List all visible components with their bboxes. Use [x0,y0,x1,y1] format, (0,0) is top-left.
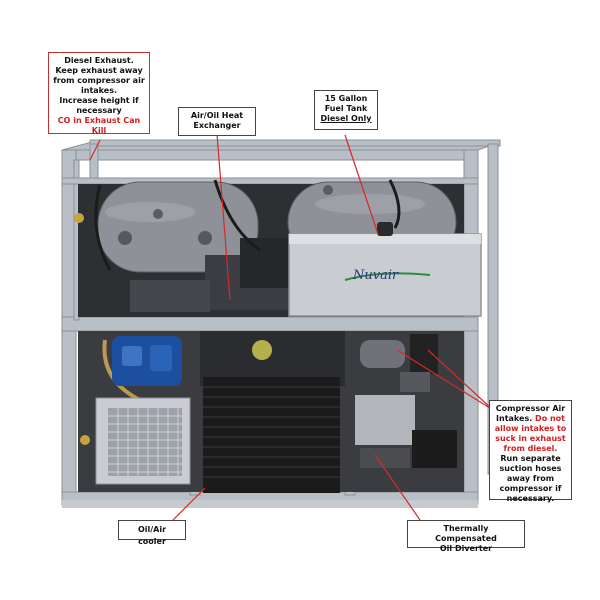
air-intakes-line-2: Intakes. [496,414,533,423]
heat-exchanger-line-1: Air/Oil Heat [190,111,244,120]
oil-cooler-label: Oil/Air cooler [137,525,167,546]
braided-hose [102,339,141,402]
callout-diesel-exhaust: Diesel Exhaust. Keep exhaust away from c… [48,52,150,135]
engine-top [130,280,210,312]
diesel-exhaust-line-2: Keep exhaust away [55,66,143,75]
air-intakes-warn-1: Do not [535,414,565,423]
air-intakes-warning-1: allow intakes to [494,424,567,433]
diesel-exhaust-line-3: from compressor air [53,76,145,85]
fuel-tank-line-1: 15 Gallon [324,94,368,103]
oil-air-cooler [95,397,191,485]
air-intakes-warning-3: from diesel. [503,444,558,453]
left-valve-lower [80,435,90,445]
air-intakes-line-6: compressor if [499,484,562,493]
air-intakes-line-7: necessary. [506,494,555,503]
diesel-exhaust-line-5: Increase height if [59,96,139,105]
radiator [203,377,340,493]
diesel-exhaust-line-4: intakes. [81,86,117,95]
callout-heat-exchanger: Air/Oil Heat Exchanger [178,107,256,136]
fuel-tank-line-2: Fuel Tank [324,104,368,113]
callout-air-intakes: Compressor Air Intakes. Do not allow int… [489,400,572,503]
air-intakes-line-1: Compressor Air [495,404,566,413]
blue-compressor [112,336,182,386]
fuel-tank [288,222,482,317]
diesel-exhaust-line-6: necessary [76,106,122,115]
air-intakes-line-3: Run separate [500,454,561,463]
oil-diverter-valve [360,448,410,468]
leader-lines [89,133,494,521]
engine-block [240,238,295,288]
air-intakes-line-4: suction hoses [499,464,562,473]
hose-right [388,179,401,229]
engine-pulley [252,340,272,360]
diesel-exhaust-warning: CO in Exhaust Can Kill [57,116,141,135]
battery [412,430,457,468]
callout-oil-cooler: Oil/Air cooler [118,520,186,546]
nuvair-logo: Nuvair [352,268,399,283]
air-intakes-warning-2: suck in exhaust [495,434,566,443]
heat-exchanger-line-2: Exchanger [193,121,241,130]
oil-diverter-line-1: Thermally Compensated [435,524,497,543]
engine-lower [200,331,345,386]
callout-oil-diverter: Thermally Compensated Oil Diverter [407,520,525,553]
base-skid [62,500,478,508]
hose-left [94,184,112,271]
air-intakes-line-5: away from [506,474,555,483]
diesel-exhaust-line-1: Diesel Exhaust. [64,56,134,65]
oil-diverter-line-2: Oil Diverter [439,544,493,553]
hose-center [213,179,261,252]
fuel-tank-diesel-only: Diesel Only [320,114,372,123]
air-tank-left [97,181,259,273]
left-valve-upper [74,213,84,223]
callout-fuel-tank: 15 Gallon Fuel Tank Diesel Only [314,90,378,130]
